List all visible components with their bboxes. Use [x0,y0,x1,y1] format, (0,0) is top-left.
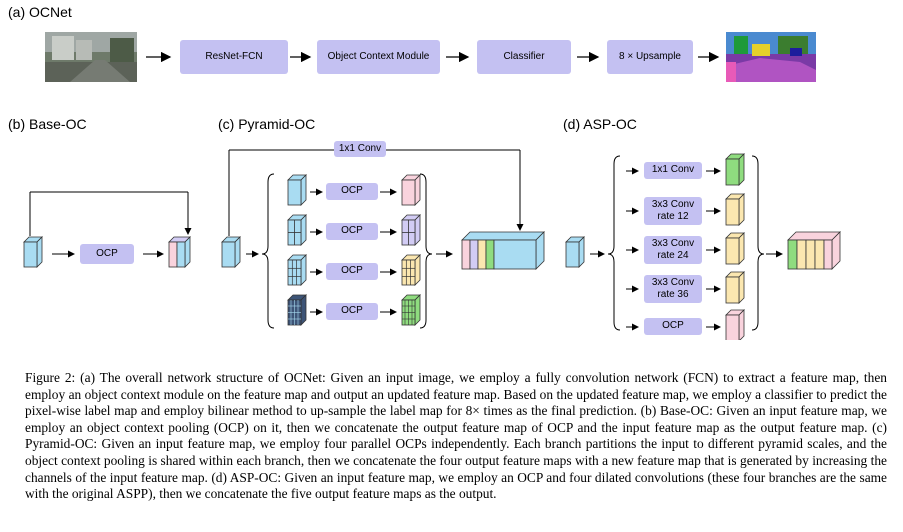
pyramid-branch-3-input [287,254,307,286]
asp-1x1-conv-block: 1x1 Conv [644,162,702,179]
pyramid-branch-1-input [287,174,307,206]
pyramid-1x1-conv-block: 1x1 Conv [334,141,386,157]
object-context-module-block: Object Context Module [317,40,440,74]
pyramid-concat-output [461,231,545,270]
figure-caption: Figure 2: (a) The overall network struct… [25,370,887,503]
base-output-feature [168,236,191,268]
asp-conv-rate-24-block: 3x3 Conv rate 24 [644,236,702,264]
asp-branch-4-output [725,271,745,304]
asp-concat-output [787,231,841,270]
asp-branch-2-output [725,193,745,226]
section-title-base-oc: (b) Base-OC [8,116,87,132]
asp-conv-rate-12-block: 3x3 Conv rate 12 [644,197,702,225]
base-input-feature [23,236,43,268]
pyramid-branch-2-input [287,214,307,246]
section-title-asp-oc: (d) ASP-OC [563,116,637,132]
oc-variants-diagram [23,149,841,340]
asp-conv-rate-36-block: 3x3 Conv rate 36 [644,275,702,303]
output-segmentation-map [726,32,816,82]
pyramid-branch-4-input [287,294,307,326]
pyramid-branch-2-output [401,214,421,246]
upsample-block: 8 × Upsample [607,40,693,74]
pyramid-ocp-block-2: OCP [326,223,378,240]
pyramid-oc-diagram [221,149,545,329]
base-oc-diagram [23,191,192,268]
pyramid-ocp-block-4: OCP [326,303,378,320]
classifier-block: Classifier [477,40,571,74]
ocnet-pipeline-diagram [45,32,816,82]
base-ocp-block: OCP [80,244,134,264]
asp-ocp-block: OCP [644,318,702,335]
pyramid-branch-1-output [401,174,421,206]
asp-branch-5-output [725,309,745,340]
pyramid-ocp-block-3: OCP [326,263,378,280]
asp-input-feature [565,236,585,268]
asp-branch-1-output [725,153,745,186]
asp-oc-diagram [565,153,841,340]
pyramid-branch-3-output [401,254,421,286]
asp-branch-3-output [725,232,745,265]
pyramid-ocp-block-1: OCP [326,183,378,200]
caption-text: (a) The overall network structure of OCN… [25,370,887,502]
pyramid-input-feature [221,236,241,268]
pyramid-branch-4-output [401,294,421,326]
caption-label: Figure 2: [25,370,76,385]
section-title-ocnet: (a) OCNet [8,4,72,20]
resnet-fcn-block: ResNet-FCN [180,40,288,74]
section-title-pyramid-oc: (c) Pyramid-OC [218,116,316,132]
input-image [45,32,137,82]
